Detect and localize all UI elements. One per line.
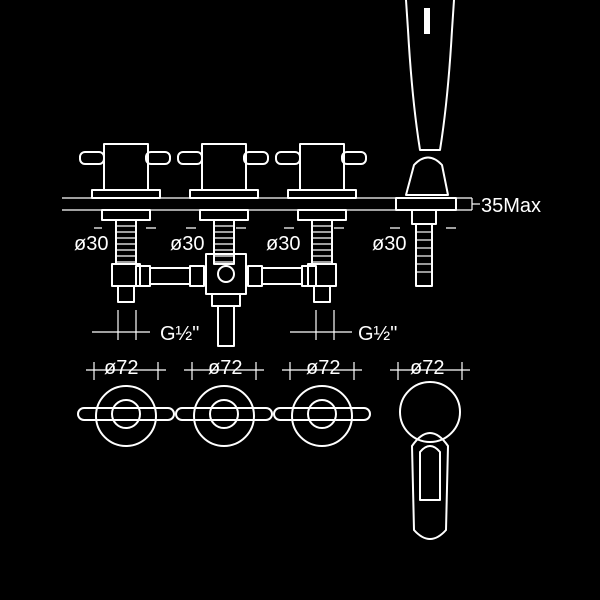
thread-size-label-2: G½"	[358, 323, 397, 345]
rosette-diameter-label-4: ø72	[410, 357, 444, 379]
rosette-diameter-label-2: ø72	[208, 357, 242, 379]
rosette-diameter-label-3: ø72	[306, 357, 340, 379]
diverter-plan	[390, 362, 470, 540]
rosette-diameter-label-1: ø72	[104, 357, 138, 379]
hole-diameter-label-2: ø30	[170, 233, 204, 255]
rosettes-plan	[77, 362, 371, 447]
hand-shower	[405, 0, 455, 196]
deck-thickness-label: 35Max	[481, 195, 541, 217]
hole-diameter-label-1: ø30	[74, 233, 108, 255]
diverter-mount	[395, 197, 457, 287]
dimension-lines	[92, 203, 480, 340]
valves-elevation	[79, 143, 367, 303]
labels: 35Max ø30 ø30 ø30 ø30 G½" G½" ø72 ø72 ø7…	[74, 195, 541, 379]
valve-2	[177, 143, 269, 265]
rosette-2	[175, 362, 273, 447]
rosette-3	[273, 362, 371, 447]
valve-1	[79, 143, 171, 303]
hole-diameter-label-3: ø30	[266, 233, 300, 255]
hole-diameter-label-4: ø30	[372, 233, 406, 255]
thread-size-label-1: G½"	[160, 323, 199, 345]
valve-3	[275, 143, 367, 303]
deck-surface	[62, 197, 473, 211]
mixing-body	[135, 253, 317, 347]
rosette-1	[77, 362, 175, 447]
